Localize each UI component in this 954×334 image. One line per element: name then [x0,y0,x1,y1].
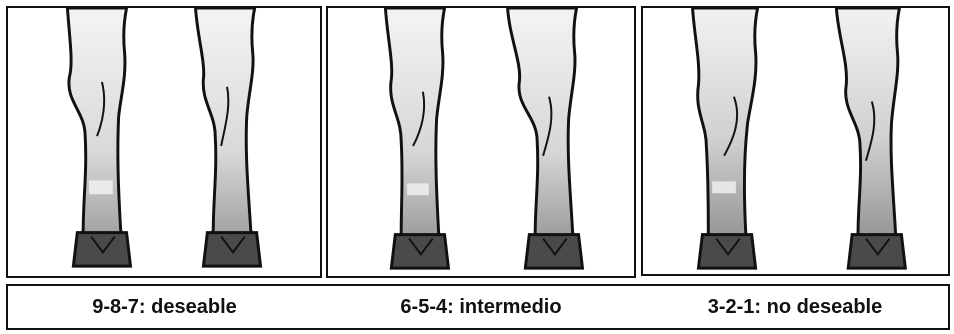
panel-intermediate [326,6,636,278]
left-leg [67,8,130,266]
left-leg [385,8,448,268]
right-leg [836,8,905,268]
legs-illustration-desirable [8,8,320,276]
right-leg [508,8,583,268]
legs-illustration-intermediate [328,8,634,276]
left-leg [693,8,758,268]
right-leg [196,8,261,266]
panel-undesirable [641,6,950,276]
caption-undesirable: 3-2-1: no deseable [640,286,950,328]
legs-illustration-undesirable [643,8,948,274]
panel-desirable [6,6,322,278]
caption-desirable: 9-8-7: deseable [8,286,321,328]
caption-bar: 9-8-7: deseable 6-5-4: intermedio 3-2-1:… [6,284,950,330]
caption-intermediate: 6-5-4: intermedio [326,286,636,328]
